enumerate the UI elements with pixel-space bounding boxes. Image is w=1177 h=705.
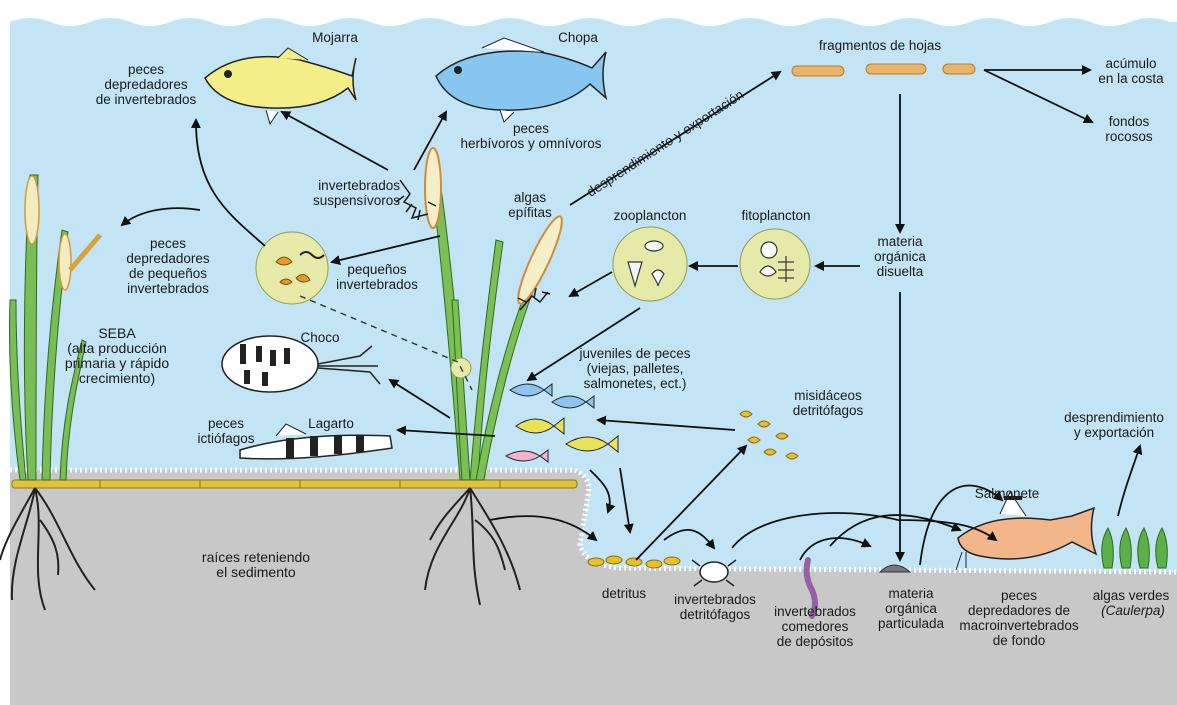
label-fragmentos-hojas: fragmentos de hojas (800, 38, 960, 53)
label-pequenos-invertebrados: pequeños invertebrados (322, 262, 432, 292)
label-fitoplancton: fitoplancton (726, 208, 826, 223)
label-algas-verdes: algas verdes (1086, 588, 1176, 603)
label-acumulo-costa: acúmulo en la costa (1086, 56, 1176, 86)
label-salmonete: Salmonete (962, 486, 1052, 501)
label-peces-depredadores-invertebrados: peces depredadores de invertebrados (86, 62, 206, 107)
label-caulerpa-text: (Caulerpa) (1101, 603, 1165, 618)
label-zooplancton: zooplancton (600, 208, 700, 223)
label-lagarto: Lagarto (296, 416, 366, 431)
label-materia-organica-disuelta: materia orgánica disuelta (858, 234, 942, 279)
label-choco: Choco (290, 330, 350, 345)
label-invertebrados-detritofagos: invertebrados detritófagos (660, 592, 770, 622)
label-caulerpa: (Caulerpa) (1096, 603, 1170, 618)
label-algas-epifitas: algas epífitas (500, 190, 560, 220)
label-raices: raíces reteniendo el sedimento (176, 550, 336, 580)
label-peces-depredadores-macro: peces depredadores de macroinvertebrados… (944, 588, 1094, 648)
label-detritus: detritus (584, 586, 664, 601)
rhizome (12, 480, 577, 488)
label-peces-depredadores-pequenos: peces depredadores de pequeños invertebr… (108, 236, 228, 296)
label-mojarra: Mojarra (300, 30, 370, 45)
label-desprendimiento-exportacion-2: desprendimiento y exportación (1052, 410, 1176, 440)
label-juveniles-peces: juveniles de peces (viejas, palletes, sa… (560, 346, 710, 391)
label-seba: SEBA (alta producción primaria y rápido … (42, 326, 192, 386)
leaf-fragments (792, 64, 975, 76)
label-invertebrados-suspensivoros: invertebrados suspensívoros (292, 178, 400, 208)
label-materia-organica-particulada: materia orgánica particulada (866, 586, 956, 631)
label-fondos-rocosos: fondos rocosos (1094, 114, 1164, 144)
label-chopa: Chopa (548, 30, 608, 45)
label-invertebrados-comedores: invertebrados comedores de depósitos (760, 604, 870, 649)
label-misidaceos: misidáceos detritófagos (778, 388, 878, 418)
label-peces-ictiofagos: peces ictiófagos (186, 416, 266, 446)
label-peces-herbivoros: peces herbívoros y omnívoros (446, 121, 616, 151)
